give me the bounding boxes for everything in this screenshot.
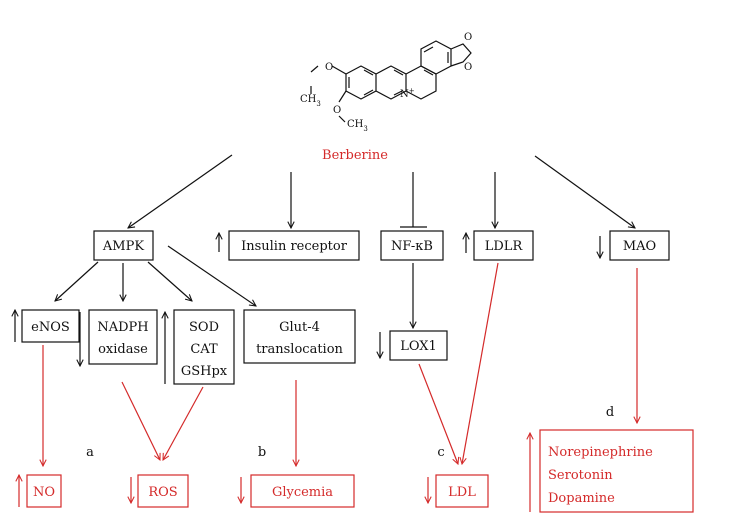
glut4-label-line2: translocation (256, 342, 343, 357)
atom-n-charge: + (409, 87, 415, 95)
outcome-arrows (43, 262, 637, 466)
nfkb-label: NF-κB (391, 239, 433, 254)
methyl-1-ch: CH (300, 94, 317, 105)
berberine-arrows (128, 154, 635, 228)
node-ampk: AMPK (93, 230, 154, 261)
berberine-label: Berberine (322, 148, 388, 163)
ampk-arrows (55, 245, 256, 306)
atom-o-dioxole-1: O (464, 32, 472, 43)
node-nfkb: NF-κB (380, 230, 444, 261)
node-enos: eNOS (15, 310, 80, 343)
arrow-nadph-ros (121, 381, 160, 460)
arrow-ampk-enos (55, 261, 99, 301)
atom-n: N+ (400, 87, 415, 100)
methyl-2: CH3 (347, 119, 368, 133)
atom-n-symbol: N (400, 89, 409, 100)
arrow-ampk-sod (147, 261, 192, 301)
panel-label-c: c (437, 445, 444, 460)
berberine-structure: O O CH3 CH3 N+ O O (300, 32, 472, 133)
outcome-no: NO (19, 475, 62, 508)
nadph-label-line2: oxidase (98, 342, 148, 357)
outcome-ldl: LDL (428, 474, 489, 508)
arrow-lox1-ldl (418, 363, 458, 464)
dopamine-label: Dopamine (548, 491, 615, 506)
atom-o-methoxy-2: O (333, 105, 341, 116)
arrow-ldlr-ldl (462, 262, 499, 464)
mao-label: MAO (623, 239, 656, 254)
node-insulin-receptor: Insulin receptor (219, 230, 360, 261)
ldlr-label: LDLR (485, 239, 524, 254)
arrow-to-ampk (128, 154, 233, 228)
atom-o-dioxole-2: O (464, 62, 472, 73)
nadph-label-line1: NADPH (97, 320, 148, 335)
node-glut4: Glut-4 translocation (243, 309, 356, 364)
lox1-label: LOX1 (400, 339, 437, 354)
ros-label: ROS (148, 485, 177, 500)
arrow-antioxidants-ros (163, 386, 204, 460)
node-antioxidants: SOD CAT GSHpx (165, 309, 235, 385)
node-nadph-oxidase: NADPH oxidase (80, 309, 158, 366)
serotonin-label: Serotonin (548, 468, 613, 483)
methyl-2-ch: CH (347, 119, 364, 130)
cat-label: CAT (190, 342, 218, 357)
node-mao: MAO (600, 230, 670, 261)
methyl-1-sub: 3 (316, 100, 320, 108)
insulin-label: Insulin receptor (241, 239, 348, 254)
atom-o-methoxy-1: O (325, 62, 333, 73)
outcome-glycemia: Glycemia (241, 474, 355, 508)
enos-label: eNOS (31, 320, 70, 335)
glut4-label-line1: Glut-4 (279, 320, 320, 335)
methyl-2-sub: 3 (363, 125, 367, 133)
node-ldlr: LDLR (466, 230, 534, 261)
no-label: NO (33, 485, 55, 500)
arrow-to-mao (534, 155, 635, 228)
ldl-label: LDL (448, 485, 476, 500)
glycemia-label: Glycemia (272, 485, 333, 500)
gshpx-label: GSHpx (181, 364, 228, 379)
outcome-monoamines: Norepinephrine Serotonin Dopamine (530, 429, 694, 513)
norepinephrine-label: Norepinephrine (548, 445, 653, 460)
structure-bonds (310, 40, 472, 123)
node-lox1: LOX1 (380, 330, 448, 361)
sod-label: SOD (189, 320, 219, 335)
arrow-ampk-glut4 (167, 245, 256, 306)
panel-label-b: b (258, 445, 266, 460)
outcome-ros: ROS (131, 474, 189, 508)
panel-label-d: d (606, 405, 614, 420)
panel-label-a: a (86, 445, 94, 460)
methyl-1: CH3 (300, 94, 321, 108)
ampk-label: AMPK (102, 239, 144, 254)
